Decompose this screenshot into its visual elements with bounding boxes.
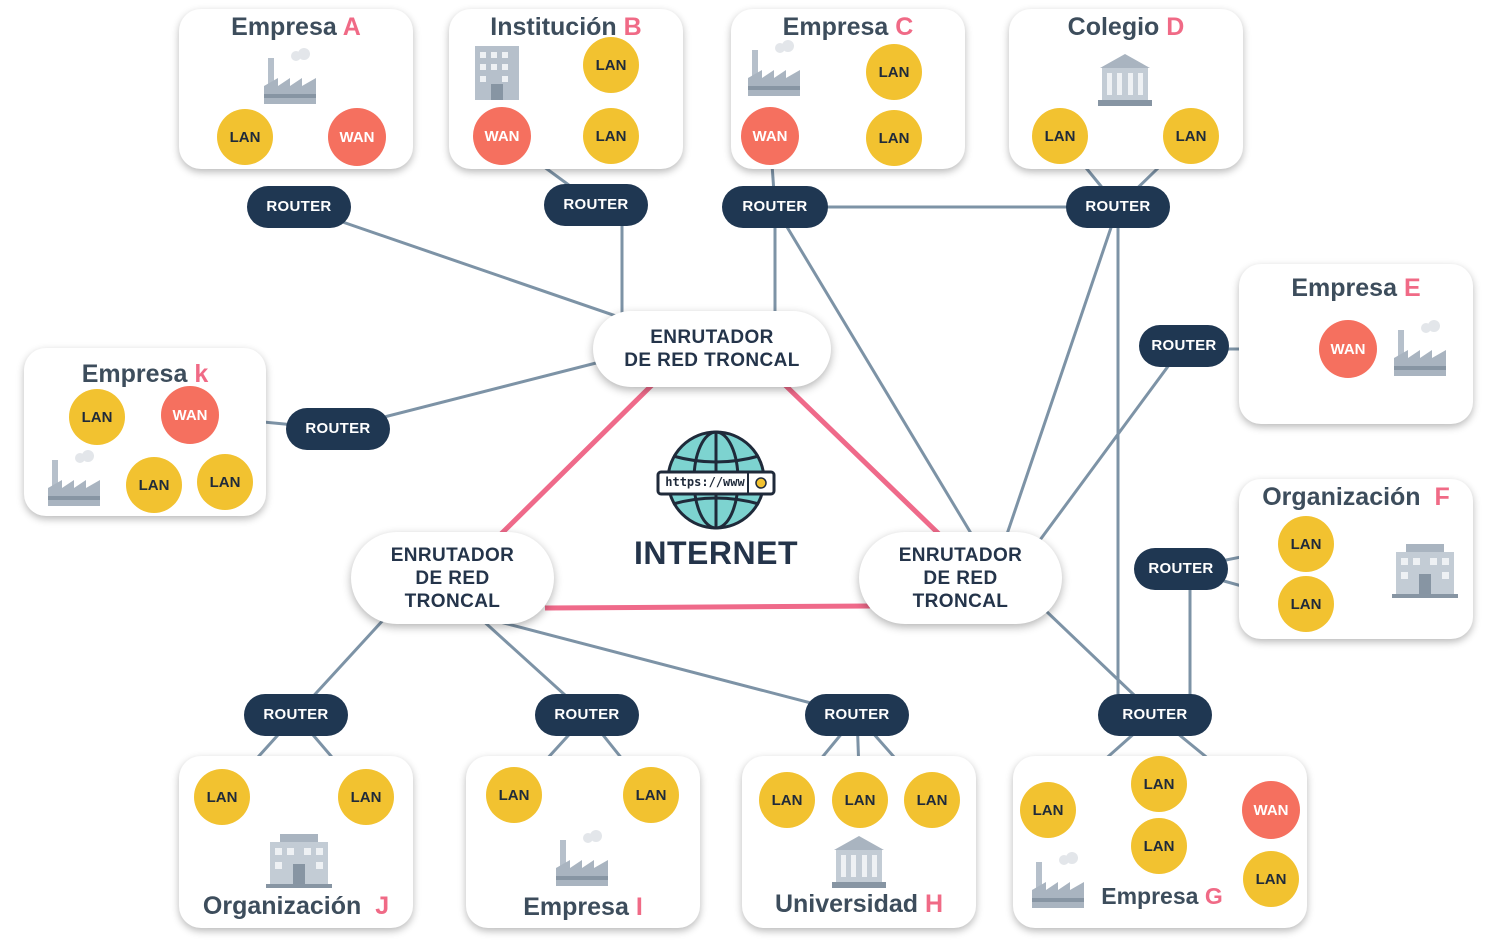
factory-icon (264, 48, 316, 104)
wan-node: WAN (328, 108, 386, 166)
backbone-router-top: ENRUTADOR DE RED TRONCAL (593, 311, 831, 387)
lan-node: LAN (197, 454, 253, 510)
lan-node: LAN (832, 772, 888, 828)
backbone-router-left: ENRUTADOR DE RED TRONCAL (351, 532, 554, 624)
office-building-icon (475, 46, 519, 100)
lan-node: LAN (904, 772, 960, 828)
node-title-j: Organización J (202, 892, 390, 920)
router-f: ROUTER (1134, 548, 1228, 590)
wan-node: WAN (1242, 781, 1300, 839)
node-title-b: Institución B (490, 13, 642, 41)
lan-node: LAN (486, 767, 542, 823)
node-title-h: Universidad H (774, 890, 944, 918)
lan-node: LAN (1278, 516, 1334, 572)
url-text: https://www (665, 475, 745, 489)
lan-node: LAN (69, 389, 125, 445)
router-c: ROUTER (722, 186, 828, 228)
office-building-icon (266, 834, 332, 888)
wan-node: WAN (161, 386, 219, 444)
node-title-k: Empresa k (81, 360, 209, 388)
router-b: ROUTER (544, 184, 648, 226)
lan-node: LAN (338, 769, 394, 825)
wan-node: WAN (473, 107, 531, 165)
wan-node: WAN (741, 107, 799, 165)
lan-node: LAN (1131, 756, 1187, 812)
factory-icon (748, 40, 800, 96)
lan-node: LAN (583, 108, 639, 164)
node-title-e: Empresa E (1291, 274, 1421, 302)
router-i: ROUTER (535, 694, 639, 736)
node-title-g: Empresa G (1101, 883, 1223, 909)
node-title-c: Empresa C (782, 13, 914, 41)
backbone-router-right: ENRUTADOR DE RED TRONCAL (859, 532, 1062, 624)
factory-icon (48, 450, 100, 506)
lan-node: LAN (583, 37, 639, 93)
lan-node: LAN (866, 110, 922, 166)
lan-node: LAN (759, 772, 815, 828)
wan-node: WAN (1319, 320, 1377, 378)
node-title-i: Empresa I (523, 893, 643, 921)
school-building-icon (832, 836, 886, 888)
lan-node: LAN (1243, 851, 1299, 907)
node-title-f: Organización F (1262, 483, 1450, 511)
factory-icon (1394, 320, 1446, 376)
globe-icon (656, 430, 776, 530)
lan-node: LAN (194, 769, 250, 825)
router-j: ROUTER (244, 694, 348, 736)
router-h: ROUTER (805, 694, 909, 736)
lan-node: LAN (866, 44, 922, 100)
router-k: ROUTER (286, 408, 390, 450)
lan-node: LAN (217, 109, 273, 165)
lan-node: LAN (1163, 108, 1219, 164)
office-building-icon (1392, 544, 1458, 598)
lan-node: LAN (1278, 576, 1334, 632)
lan-node: LAN (126, 457, 182, 513)
router-e: ROUTER (1139, 325, 1229, 367)
lan-node: LAN (1020, 782, 1076, 838)
lan-node: LAN (1131, 818, 1187, 874)
router-d: ROUTER (1066, 186, 1170, 228)
school-building-icon (1098, 54, 1152, 106)
factory-icon (1032, 852, 1084, 908)
router-g: ROUTER (1098, 694, 1212, 736)
factory-icon (556, 830, 608, 886)
lan-node: LAN (623, 767, 679, 823)
internet-label: INTERNET (634, 535, 798, 571)
node-title-a: Empresa A (231, 13, 361, 41)
router-a: ROUTER (247, 186, 351, 228)
lan-node: LAN (1032, 108, 1088, 164)
node-title-d: Colegio D (1067, 13, 1185, 41)
